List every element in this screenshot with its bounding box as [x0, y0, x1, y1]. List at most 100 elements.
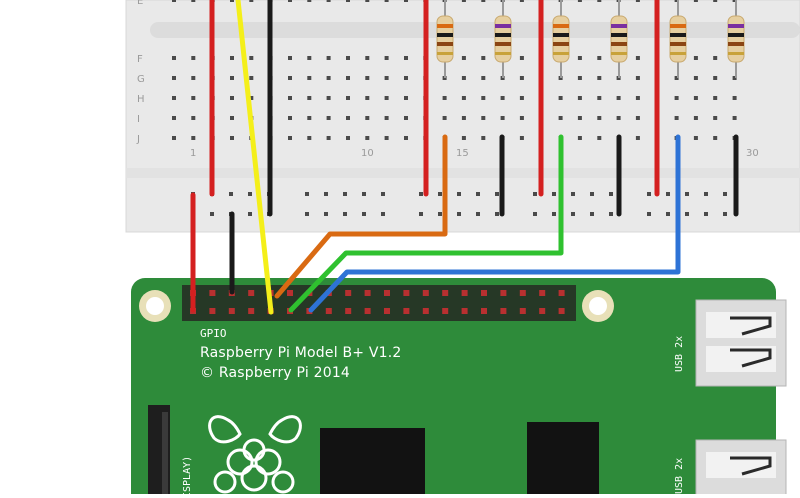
breadboard-hole [307, 76, 312, 80]
power-rail-hole [533, 192, 537, 196]
breadboard-hole [384, 0, 389, 2]
power-rail-hole [438, 192, 442, 196]
breadboard-hole [191, 116, 196, 120]
breadboard-hole [365, 0, 370, 2]
row-letter-f: F [137, 54, 143, 65]
power-rail-hole [704, 212, 708, 216]
breadboard-hole [326, 136, 331, 140]
resistor [727, 0, 745, 78]
gpio-pin [403, 308, 410, 314]
power-rail-hole [704, 192, 708, 196]
breadboard-hole [346, 96, 350, 100]
breadboard-hole [249, 0, 254, 2]
breadboard-hole [191, 96, 196, 100]
board-copyright: © Raspberry Pi 2014 [200, 365, 351, 381]
resistor [436, 0, 454, 78]
usb-label-1: USB 2x [674, 335, 685, 372]
breadboard-hole [577, 96, 582, 100]
breadboard-hole [326, 0, 331, 2]
breadboard-hole [230, 76, 234, 80]
gpio-pin [442, 308, 449, 314]
breadboard-hole [693, 136, 698, 140]
power-rail-hole [685, 212, 689, 216]
power-rail-hole [552, 212, 556, 216]
breadboard-hole [713, 76, 718, 80]
gpio-label: GPIO [200, 327, 227, 340]
gpio-pin [422, 290, 429, 296]
power-rail-hole [495, 212, 499, 216]
breadboard-hole [288, 0, 292, 2]
breadboard-hole [616, 116, 621, 120]
breadboard-hole [404, 76, 408, 80]
breadboard-hole [172, 76, 176, 80]
breadboard-hole [326, 96, 331, 100]
gpio-pin [422, 308, 429, 314]
breadboard-hole [732, 0, 737, 2]
breadboard-hole [732, 116, 737, 120]
gpio-pin [228, 308, 235, 314]
breadboard-hole [172, 96, 176, 100]
power-rail-hole [571, 212, 575, 216]
breadboard-hole [481, 0, 486, 2]
breadboard-hole [674, 96, 679, 100]
power-rail-hole [419, 192, 423, 196]
wire-orange [274, 134, 448, 299]
breadboard-hole [365, 76, 370, 80]
breadboard-hole [365, 56, 370, 60]
power-rail-hole [533, 212, 537, 216]
breadboard-hole [481, 116, 486, 120]
gpio-header [182, 285, 576, 321]
power-rail-hole [324, 192, 328, 196]
gpio-pin [403, 290, 410, 296]
gpio-pin [248, 290, 255, 296]
power-rail-hole [305, 212, 309, 216]
breadboard-hole [307, 56, 312, 60]
raspberry-pi-board [131, 278, 787, 494]
gpio-pin [325, 308, 332, 314]
power-rail-hole [647, 192, 651, 196]
breadboard-column-numbers: 1 10 15 30 [190, 148, 759, 159]
breadboard-hole [693, 116, 698, 120]
gpio-pin [500, 308, 507, 314]
column-number-15: 15 [456, 148, 469, 159]
gpio-pin [519, 290, 526, 296]
power-rail-hole [552, 192, 556, 196]
usb-label-2: USB 2x [674, 457, 685, 494]
breadboard-hole [635, 76, 640, 80]
power-rail-hole [381, 192, 385, 196]
breadboard-hole [713, 116, 718, 120]
power-rail-hole [457, 212, 461, 216]
breadboard-hole [519, 136, 524, 140]
power-rail-hole [438, 212, 442, 216]
gpio-pin [519, 308, 526, 314]
power-rail-hole [248, 192, 252, 196]
breadboard-hole [577, 0, 582, 2]
resistor [669, 0, 687, 78]
breadboard-hole [635, 0, 640, 2]
usb-port-2 [695, 439, 787, 494]
breadboard-hole [597, 56, 602, 60]
breadboard-hole [307, 96, 312, 100]
power-rail-hole [362, 212, 366, 216]
breadboard-hole [230, 56, 234, 60]
gpio-pin [364, 308, 371, 314]
breadboard-hole [693, 56, 698, 60]
breadboard-center-channel [150, 22, 800, 38]
resistor [610, 0, 628, 78]
breadboard-hole [404, 56, 408, 60]
power-rail-hole [457, 192, 461, 196]
breadboard-hole [461, 0, 466, 2]
gpio-pin [209, 308, 216, 314]
power-rail-hole [571, 192, 575, 196]
breadboard-hole [674, 76, 679, 80]
breadboard-row-letters: E F G H I J [136, 0, 145, 145]
power-rail-hole [248, 212, 252, 216]
breadboard-hole [461, 56, 466, 60]
gpio-pin [287, 290, 293, 296]
breadboard-hole [597, 76, 602, 80]
power-rail-hole [305, 192, 309, 196]
row-letter-i: I [137, 114, 140, 125]
breadboard-hole [307, 116, 312, 120]
breadboard-hole [288, 76, 292, 80]
breadboard-hole [519, 0, 524, 2]
